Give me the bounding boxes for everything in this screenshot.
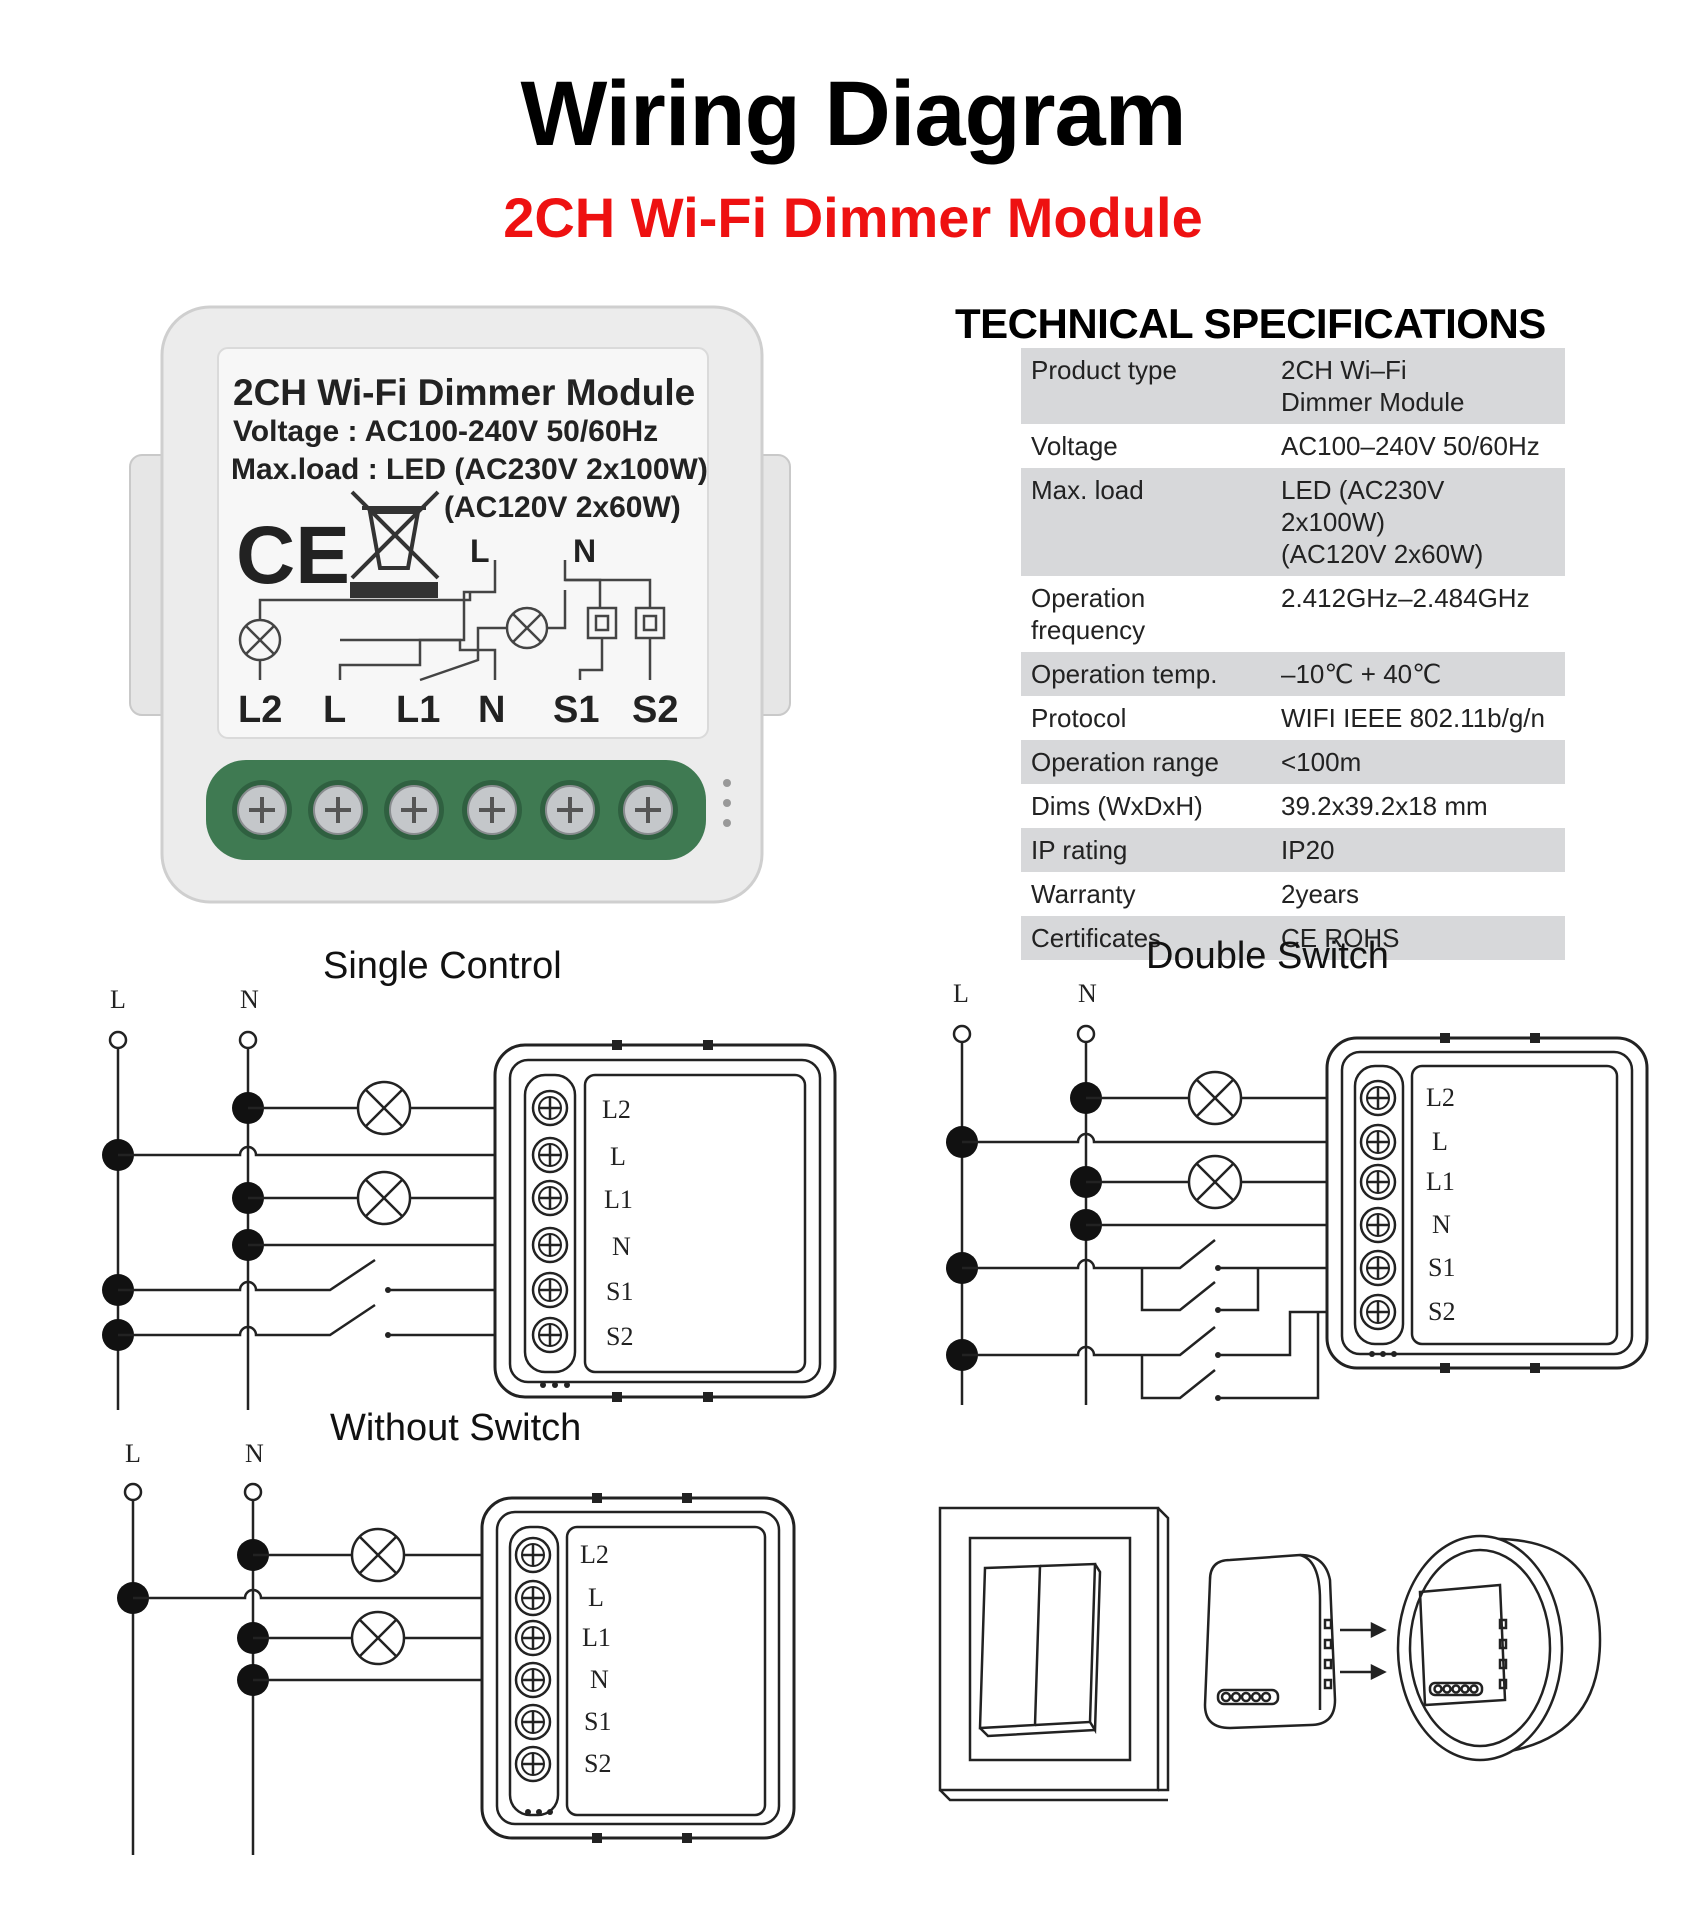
device-label-voltage: Voltage : AC100-240V 50/60Hz: [233, 415, 658, 448]
ws-term-S2: S2: [584, 1749, 611, 1778]
weee-bin-icon: [350, 490, 440, 598]
device-terminal-N: N: [478, 689, 505, 731]
single-control-title: Single Control: [323, 945, 562, 987]
spec-key: Protocol: [1031, 703, 1127, 733]
spec-key: Certificates: [1021, 916, 1271, 960]
sc-term-S2: S2: [606, 1322, 633, 1351]
module-illustration: [1203, 1553, 1337, 1730]
device-label-maxload-2: (AC120V 2x60W): [444, 491, 681, 524]
device-terminal-S2: S2: [632, 689, 678, 731]
ds-term-S2: S2: [1428, 1297, 1455, 1326]
spec-value: WIFI IEEE 802.11b/g/n: [1281, 703, 1545, 733]
ws-line-l-label: L: [125, 1439, 141, 1468]
spec-key: Operation range: [1021, 740, 1271, 784]
ce-mark: CE: [236, 510, 350, 601]
ds-term-L2: L2: [1426, 1083, 1455, 1112]
ds-line-l-label: L: [953, 979, 969, 1008]
spec-value: 39.2x39.2x18 mm: [1281, 791, 1488, 821]
terminal-screws: [232, 780, 678, 840]
spec-row: Operation frequency 2.412GHz–2.484GHz: [1021, 576, 1565, 652]
spec-row: Voltage AC100–240V 50/60Hz: [1021, 424, 1565, 468]
installation-illustration: [938, 1506, 1602, 1802]
spec-value: –10℃ + 40℃: [1271, 652, 1565, 696]
sc-term-L2: L2: [602, 1095, 631, 1124]
spec-value: 2.412GHz–2.484GHz: [1281, 583, 1530, 613]
spec-key: Product type: [1021, 348, 1271, 424]
spec-key: Voltage: [1031, 431, 1118, 461]
device-label-maxload-1: Max.load : LED (AC230V 2x100W): [231, 453, 708, 486]
ws-term-L: L: [588, 1583, 604, 1612]
sc-line-n-label: N: [240, 985, 259, 1014]
sc-term-N: N: [612, 1232, 631, 1261]
sc-term-L: L: [610, 1142, 626, 1171]
without-switch-diagram: L N L2 L L1 N S1 S2: [117, 1439, 796, 1855]
ds-term-S1: S1: [1428, 1253, 1455, 1282]
spec-row: Protocol WIFI IEEE 802.11b/g/n: [1021, 696, 1565, 740]
spec-value: 2CH Wi–Fi Dimmer Module: [1271, 348, 1565, 424]
ws-line-n-label: N: [245, 1439, 264, 1468]
spec-value: IP20: [1271, 828, 1565, 872]
spec-key: Max. load: [1021, 468, 1271, 576]
ds-term-L: L: [1432, 1127, 1448, 1156]
spec-key: IP rating: [1021, 828, 1271, 872]
wall-switch-plate: [938, 1506, 1170, 1802]
device-terminal-L: L: [323, 689, 346, 731]
without-switch-title: Without Switch: [330, 1407, 582, 1449]
spec-key: Dims (WxDxH): [1031, 791, 1203, 821]
sc-term-S1: S1: [606, 1277, 633, 1306]
device-terminal-L1: L1: [396, 689, 440, 731]
ds-term-N: N: [1432, 1210, 1451, 1239]
device-line-n: N: [573, 533, 596, 569]
spec-key: Operation frequency: [1031, 583, 1146, 645]
page-title: Wiring Diagram: [520, 63, 1186, 165]
device-terminal-labels: L2 L L1 N S1 S2: [238, 689, 678, 731]
spec-row: Warranty 2years: [1021, 872, 1565, 916]
wall-box-illustration: [1396, 1534, 1602, 1762]
spec-value: 2years: [1281, 879, 1360, 909]
spec-value: AC100–240V 50/60Hz: [1281, 431, 1540, 461]
sc-line-l-label: L: [110, 985, 126, 1014]
ds-term-L1: L1: [1426, 1167, 1455, 1196]
single-control-diagram: L N L2 L L1 N: [102, 985, 837, 1410]
page-subtitle: 2CH Wi-Fi Dimmer Module: [503, 186, 1203, 249]
double-switch-diagram: L N: [946, 979, 1649, 1405]
ws-term-N: N: [590, 1665, 609, 1694]
device-line-l: L: [470, 533, 490, 569]
ws-term-L2: L2: [580, 1540, 609, 1569]
ws-term-S1: S1: [584, 1707, 611, 1736]
device-terminal-L2: L2: [238, 689, 282, 731]
spec-row: Dims (WxDxH) 39.2x39.2x18 mm: [1021, 784, 1565, 828]
spec-key: Warranty: [1031, 879, 1136, 909]
sc-term-L1: L1: [604, 1185, 633, 1214]
arrow-icon: [1340, 1621, 1387, 1681]
device-terminal-S1: S1: [553, 689, 599, 731]
device-photo: 2CH Wi-Fi Dimmer Module Voltage : AC100-…: [129, 305, 791, 904]
spec-value: LED (AC230V 2x100W) (AC120V 2x60W): [1271, 468, 1565, 576]
spec-row: Operation temp.–10℃ + 40℃: [1021, 652, 1565, 696]
ds-line-n-label: N: [1078, 979, 1097, 1008]
spec-value: <100m: [1271, 740, 1565, 784]
ws-term-L1: L1: [582, 1623, 611, 1652]
spec-value: CE ROHS: [1271, 916, 1565, 960]
double-switch-title: Double Switch: [1146, 935, 1389, 977]
spec-row: Operation range<100m: [1021, 740, 1565, 784]
specs-heading: TECHNICAL SPECIFICATIONS: [955, 300, 1546, 347]
spec-key: Operation temp.: [1021, 652, 1271, 696]
device-label-name: 2CH Wi-Fi Dimmer Module: [233, 372, 695, 413]
